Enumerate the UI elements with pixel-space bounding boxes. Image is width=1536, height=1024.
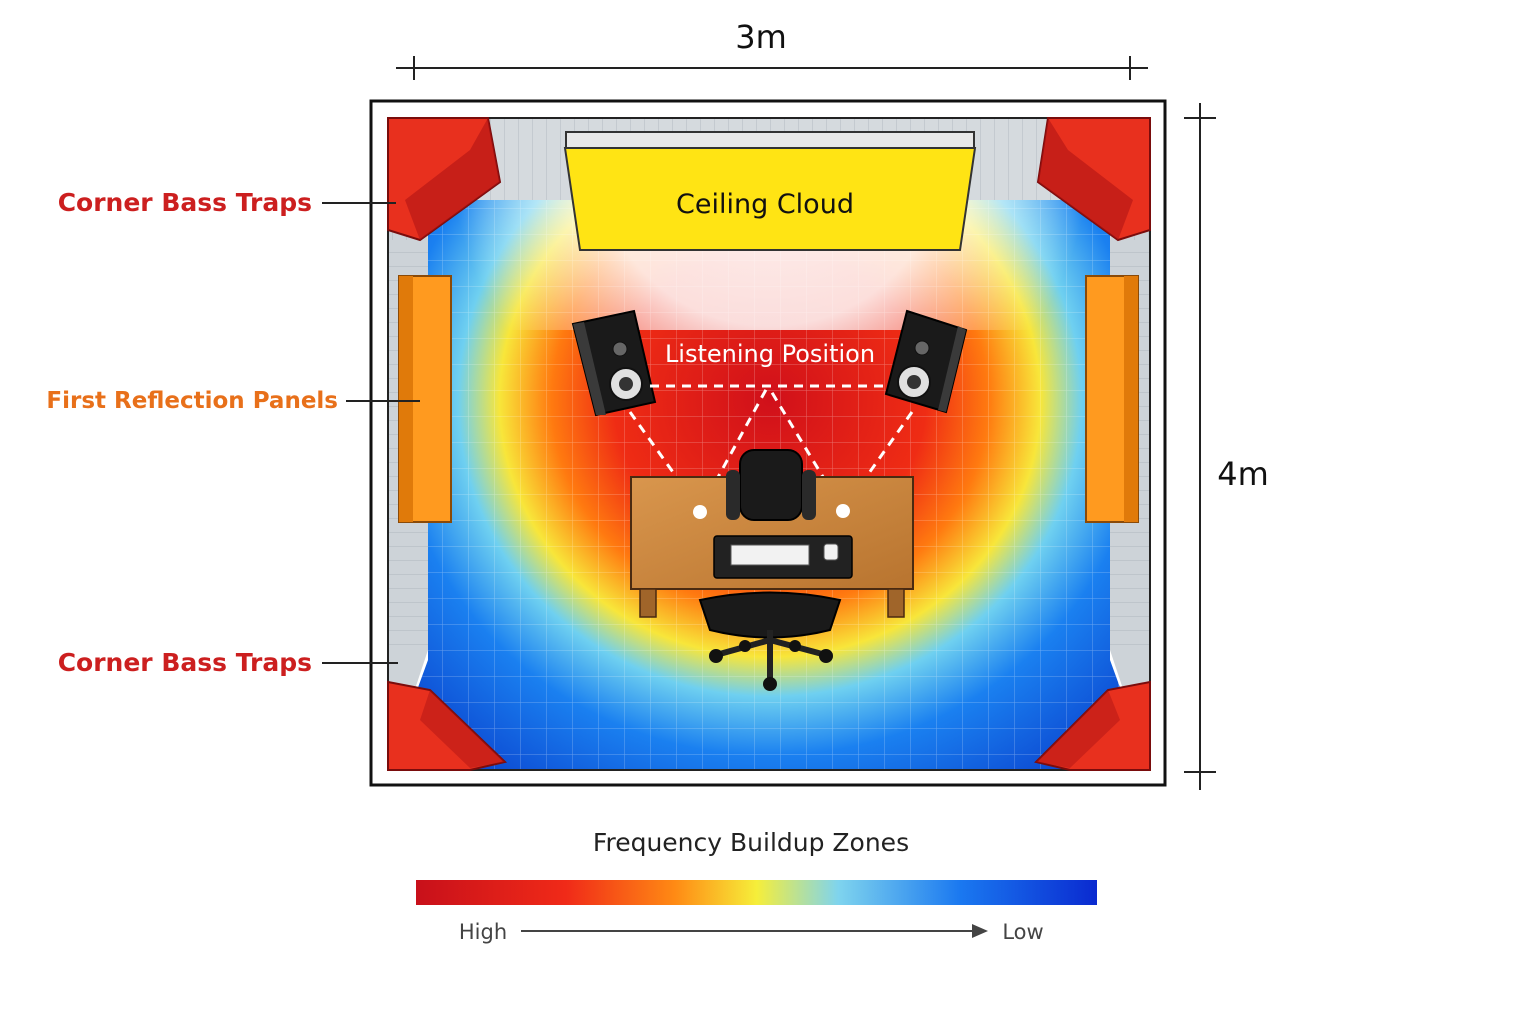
callout-top-bass-traps: Corner Bass Traps bbox=[58, 188, 396, 217]
speaker-left bbox=[571, 309, 657, 417]
ceiling-cloud: Ceiling Cloud bbox=[563, 131, 977, 251]
callout-bottom-bass-traps: Corner Bass Traps bbox=[58, 648, 398, 677]
dimension-width-label: 3m bbox=[735, 18, 787, 56]
callout-top-bass-traps-label: Corner Bass Traps bbox=[58, 188, 312, 217]
legend-arrow-head bbox=[972, 924, 988, 938]
office-chair bbox=[698, 449, 842, 691]
ceiling-cloud-label: Ceiling Cloud bbox=[676, 189, 854, 220]
callout-reflection-panels-label: First Reflection Panels bbox=[46, 388, 338, 414]
reflection-panels bbox=[398, 275, 1139, 523]
legend-low-label: Low bbox=[1002, 920, 1043, 944]
callout-bottom-bass-traps-label: Corner Bass Traps bbox=[58, 648, 312, 677]
callout-reflection-panels: First Reflection Panels bbox=[46, 388, 420, 414]
keyboard bbox=[730, 544, 810, 566]
mouse bbox=[823, 543, 839, 561]
legend-title: Frequency Buildup Zones bbox=[593, 828, 909, 857]
listening-position-label: Listening Position bbox=[665, 340, 875, 368]
legend-gradient-bar bbox=[416, 880, 1097, 905]
dimension-depth-label: 4m bbox=[1217, 455, 1269, 493]
dimension-width bbox=[396, 56, 1148, 80]
ceiling-cloud-panel bbox=[563, 147, 977, 251]
dimension-depth bbox=[1184, 103, 1216, 790]
legend-high-label: High bbox=[459, 920, 507, 944]
bass-traps bbox=[387, 117, 1151, 771]
speaker-right bbox=[884, 309, 968, 414]
listener-point-right bbox=[836, 504, 850, 518]
legend: Frequency Buildup Zones High Low bbox=[416, 828, 1097, 944]
listener-point-left bbox=[693, 505, 707, 519]
